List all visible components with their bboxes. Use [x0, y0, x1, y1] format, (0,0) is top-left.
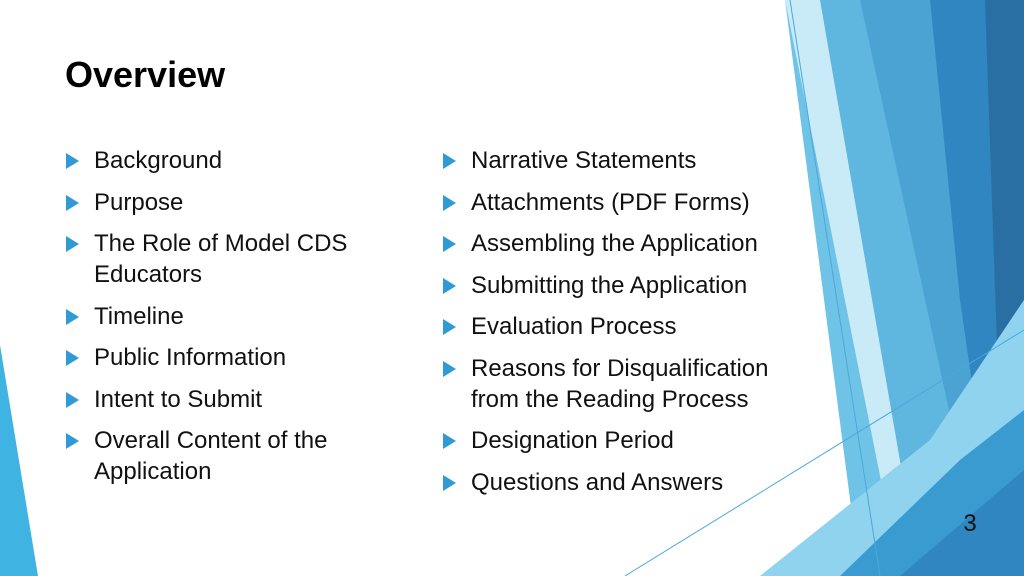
list-item: Intent to Submit [66, 384, 386, 415]
lower-facet-dark [900, 470, 1024, 576]
triangle-right-icon [66, 350, 79, 366]
list-item-label: Evaluation Process [471, 313, 677, 340]
list-item-label: Public Information [94, 344, 287, 371]
triangle-right-icon [443, 236, 456, 252]
slide-title: Overview [65, 54, 226, 95]
triangle-right-icon [443, 153, 456, 169]
list-item-label: Reasons for Disqualification from the Re… [471, 354, 769, 413]
list-item-label: Background [94, 147, 223, 174]
list-item-label: Questions and Answers [471, 468, 724, 496]
list-item-label: Timeline [94, 302, 184, 330]
page-number: 3 [963, 510, 977, 537]
list-item: Questions and Answers [443, 467, 803, 498]
triangle-right-icon [443, 474, 456, 491]
list-item-label: Intent to Submit [94, 385, 263, 413]
list-item: Designation Period [443, 425, 803, 456]
list-item-label: Narrative Statements [471, 147, 697, 174]
list-item: Attachments (PDF Forms) [443, 187, 803, 218]
triangle-right-icon [443, 360, 456, 377]
triangle-right-icon [66, 194, 79, 211]
triangle-right-icon [66, 236, 79, 252]
list-item: Background [66, 145, 386, 176]
list-item: Narrative Statements [443, 145, 803, 176]
triangle-right-icon [66, 308, 79, 325]
list-item: Purpose [66, 187, 386, 218]
triangle-right-icon [443, 277, 456, 294]
triangle-right-icon [443, 433, 456, 449]
list-item: Public Information [66, 342, 386, 373]
triangle-right-icon [443, 194, 456, 211]
list-item-label: Submitting the Application [471, 271, 748, 299]
triangle-right-icon [66, 153, 79, 169]
list-item: The Role of Model CDS Educators [66, 228, 386, 290]
list-item: Submitting the Application [443, 270, 803, 301]
triangle-right-icon [66, 433, 79, 449]
accent-line-diagonal [624, 329, 1024, 576]
left-bullet-list: Background Purpose The Role of Model CDS… [66, 145, 386, 498]
list-item-label: Purpose [94, 188, 184, 216]
list-item: Reasons for Disqualification from the Re… [443, 353, 803, 415]
list-item-label: Designation Period [471, 427, 674, 454]
list-item: Timeline [66, 301, 386, 332]
list-item-label: The Role of Model CDS Educators [94, 230, 348, 288]
list-item-label: Overall Content of the Application [94, 427, 328, 485]
triangle-right-icon [66, 391, 79, 408]
list-item-label: Assembling the Application [471, 230, 758, 257]
left-facet [0, 345, 38, 576]
list-item: Assembling the Application [443, 228, 803, 259]
list-item: Overall Content of the Application [66, 425, 386, 487]
right-bullet-list: Narrative Statements Attachments (PDF Fo… [443, 145, 803, 508]
accent-line-vertical [789, 0, 881, 576]
list-item-label: Attachments (PDF Forms) [471, 188, 750, 216]
list-item: Evaluation Process [443, 311, 803, 342]
triangle-right-icon [443, 319, 456, 335]
